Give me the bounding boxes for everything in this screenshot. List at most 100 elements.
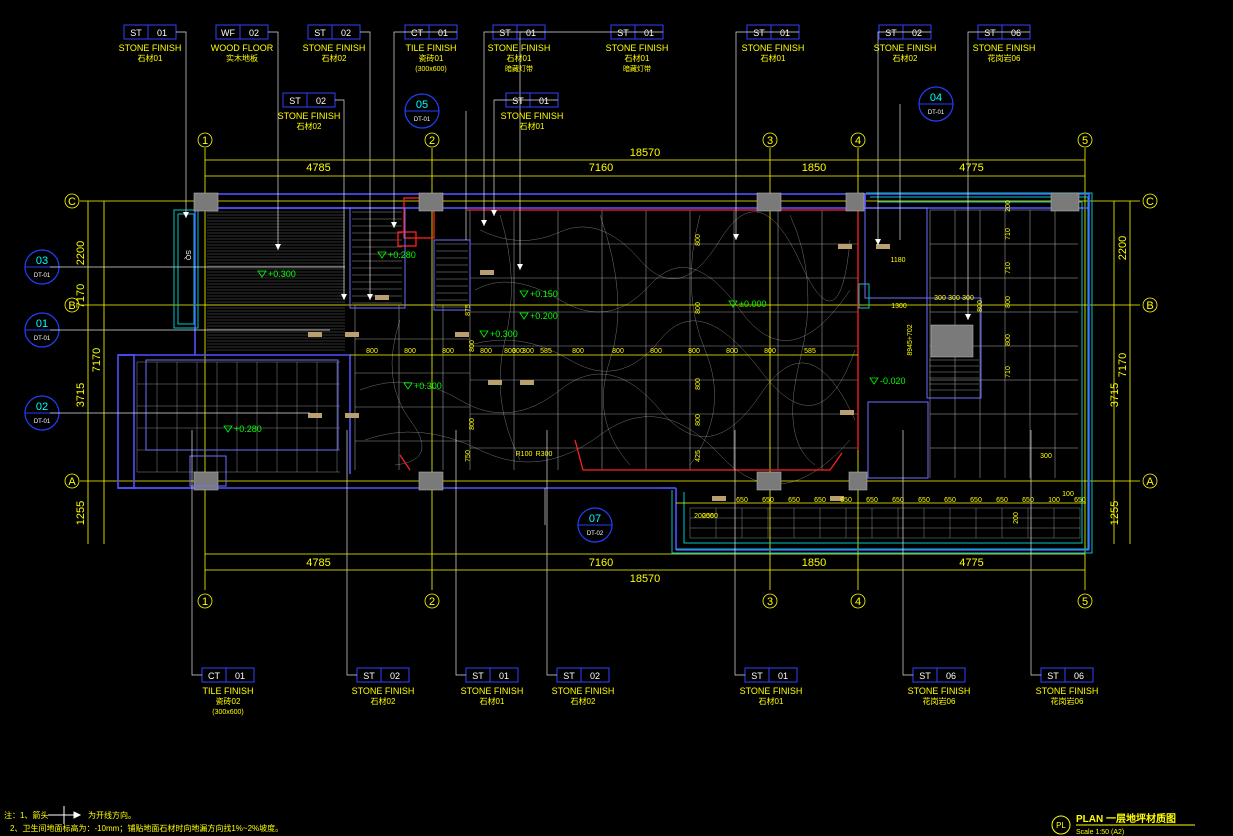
note-2: 2、卫生间地面标高为：-10mm；铺贴地面石材时向地漏方向找1%~2%坡度。 <box>10 823 283 833</box>
dim-tile-4: 650 <box>840 497 852 504</box>
tag-sub1: 石材01 <box>761 53 786 63</box>
tag-number: 01 <box>235 671 245 681</box>
level-mark-7: -0.020 <box>880 376 906 386</box>
axis-bubble-2-bottom <box>424 593 440 609</box>
north-arrow-icon <box>48 806 82 824</box>
tag-title: WOOD FLOOR <box>211 43 274 53</box>
tag-title: STONE FINISH <box>501 111 564 121</box>
axis-bubble-2-top <box>424 132 440 148</box>
tag-title: STONE FINISH <box>488 43 551 53</box>
dim-grid-6: 300 <box>522 348 534 355</box>
tag-title: STONE FINISH <box>908 686 971 696</box>
dim-tile-10: 650 <box>996 497 1008 504</box>
axis-bubble-A-right <box>1142 473 1158 489</box>
tag-sub1: 石材01 <box>138 53 163 63</box>
tag-title: STONE FINISH <box>119 43 182 53</box>
dim-grid-1: 800 <box>404 348 416 355</box>
leader-arrow-icon <box>341 294 347 300</box>
plan-scale: Scale 1:50 (A2) <box>1076 829 1124 836</box>
axis-bubble-4-bottom <box>850 593 866 609</box>
detail-ref: DT-01 <box>34 419 51 425</box>
tag-code: ST <box>885 28 897 38</box>
level-markers: +0.300+0.280+0.150+0.200+0.300+0.300±0.0… <box>223 250 906 434</box>
tag-sub2: (300x600) <box>415 66 447 73</box>
dim-top-0: 4785 <box>306 162 330 174</box>
dim-misc-15: 800 <box>695 234 702 246</box>
dim-misc-13: 560 <box>706 513 718 520</box>
tag-number: 06 <box>1074 671 1084 681</box>
tag-sub1: 石材02 <box>893 53 918 63</box>
detail-number: 01 <box>36 318 48 330</box>
outer-cyan-walls <box>173 192 1093 554</box>
leader-arrow-icon <box>275 244 281 250</box>
note-1b: 为开线方向。 <box>88 810 136 820</box>
tag-sub1: 花岗岩06 <box>923 696 956 706</box>
tag-leader <box>734 430 745 676</box>
axis-number-5: 5 <box>1082 596 1088 608</box>
tag-sub1: 瓷砖01 <box>419 53 444 63</box>
axis-letter-A: A <box>68 476 76 488</box>
tag-number: 01 <box>644 28 654 38</box>
dim-tile-6: 650 <box>892 497 904 504</box>
dim-misc-27: R300 <box>536 451 553 458</box>
dim-tile-2: 650 <box>788 497 800 504</box>
leader-arrow-icon <box>875 239 881 245</box>
axis-letter-A: A <box>1146 476 1154 488</box>
dim-tile-7: 650 <box>918 497 930 504</box>
dim-misc-18: 800 <box>695 414 702 426</box>
tag-title: STONE FINISH <box>973 43 1036 53</box>
axis-number-3: 3 <box>767 596 773 608</box>
tag-title: STONE FINISH <box>303 43 366 53</box>
level-mark-0: +0.300 <box>268 269 296 279</box>
tag-leader <box>455 430 466 676</box>
dim-misc-2: 300 <box>934 295 946 302</box>
axis-number-2: 2 <box>429 596 435 608</box>
axis-number-4: 4 <box>855 596 861 608</box>
dim-misc-6: 710 <box>1005 228 1012 240</box>
tag-code: CT <box>208 671 220 681</box>
dim-misc-23: 300 <box>1040 453 1052 460</box>
leader-arrow-icon <box>183 212 189 218</box>
level-mark-3: +0.200 <box>530 311 558 321</box>
level-mark-4: +0.300 <box>490 329 518 339</box>
dim-misc-19: 750 <box>465 450 472 462</box>
tag-title: STONE FINISH <box>740 686 803 696</box>
level-triangle-icon <box>869 377 879 385</box>
tag-code: ST <box>130 28 142 38</box>
axis-bubble-5-bottom <box>1077 593 1093 609</box>
note-1: 注：1、箭头 <box>4 810 48 820</box>
dim-misc-25: 200 <box>694 513 706 520</box>
axis-bubble-A-left <box>64 473 80 489</box>
dim-top-2: 1850 <box>802 162 826 174</box>
axis-letter-B: B <box>68 300 75 312</box>
tag-code: ST <box>984 28 996 38</box>
level-mark-1: +0.280 <box>388 250 416 260</box>
dim-grid-13: 800 <box>764 348 776 355</box>
dim-grid-5: 300 <box>512 348 524 355</box>
tag-number: 01 <box>157 28 167 38</box>
dim-grid-9: 800 <box>612 348 624 355</box>
plan-title: PLAN 一层地坪材质图 <box>1076 812 1176 825</box>
detail-number: 07 <box>589 513 601 525</box>
tag-code: ST <box>472 671 484 681</box>
dim-top-total: 18570 <box>630 147 661 159</box>
tag-leader <box>735 31 799 240</box>
fixture-blocks <box>308 244 890 501</box>
level-triangle-icon <box>403 382 413 390</box>
dim-grid-14: 585 <box>804 348 816 355</box>
dim-left-0: 2200 <box>75 241 87 265</box>
tag-title: TILE FINISH <box>202 686 253 696</box>
level-triangle-icon <box>479 330 489 338</box>
tag-title: STONE FINISH <box>606 43 669 53</box>
tag-code: ST <box>751 671 763 681</box>
tag-number: 02 <box>341 28 351 38</box>
dim-tile-13: 650 <box>1074 497 1086 504</box>
dim-misc-14: 875 <box>465 304 472 316</box>
dim-bottom-3: 4775 <box>959 557 983 569</box>
level-triangle-icon <box>377 251 387 259</box>
